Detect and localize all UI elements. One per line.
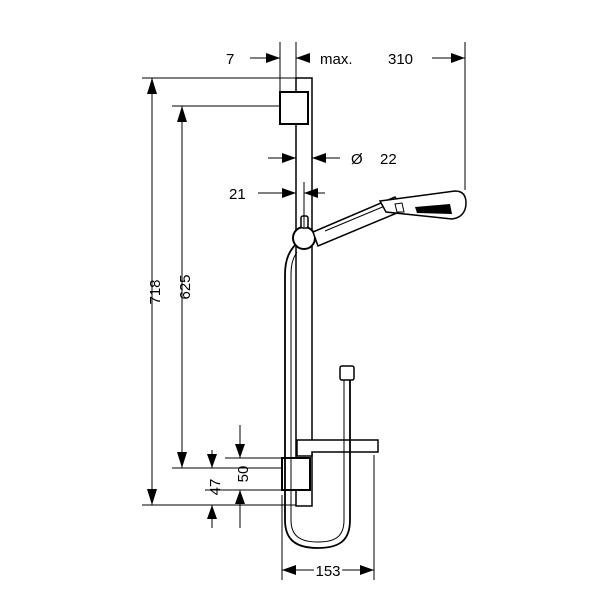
- dim-diameter-symbol: Ø: [351, 151, 363, 168]
- dim-holder-offset: 21: [229, 186, 246, 203]
- dim-max-label: max.: [320, 51, 353, 68]
- shower-hose: [284, 242, 351, 549]
- bottom-wall-bracket: [281, 457, 311, 491]
- dim-shelf-depth: 153: [315, 563, 340, 580]
- shower-rail-assembly: [279, 77, 467, 549]
- shower-hose-inner: [290, 251, 345, 543]
- dim-rail-diameter: 22: [380, 151, 397, 168]
- dimension-labels: 7 max. 310 Ø 22 21 718 625 47 50 153: [147, 51, 413, 583]
- shower-handle-detail: [324, 202, 393, 232]
- dim-bracket-spacing: 625: [177, 274, 194, 299]
- hose-connector: [339, 365, 355, 381]
- rail: [295, 77, 313, 507]
- shelf: [296, 439, 379, 457]
- top-wall-bracket: [279, 91, 309, 125]
- dim-lower-offset: 50: [235, 466, 252, 483]
- dim-wall-offset: 7: [226, 51, 234, 68]
- dim-bottom-offset: 47: [207, 479, 224, 496]
- extension-lines: [142, 42, 466, 580]
- dim-max-reach: 310: [388, 51, 413, 68]
- dimension-arrows: [147, 53, 465, 575]
- slider-knob: [292, 226, 316, 250]
- dim-total-height: 718: [147, 279, 164, 304]
- shower-head-detail: [394, 202, 405, 213]
- shower-head-face: [415, 204, 452, 214]
